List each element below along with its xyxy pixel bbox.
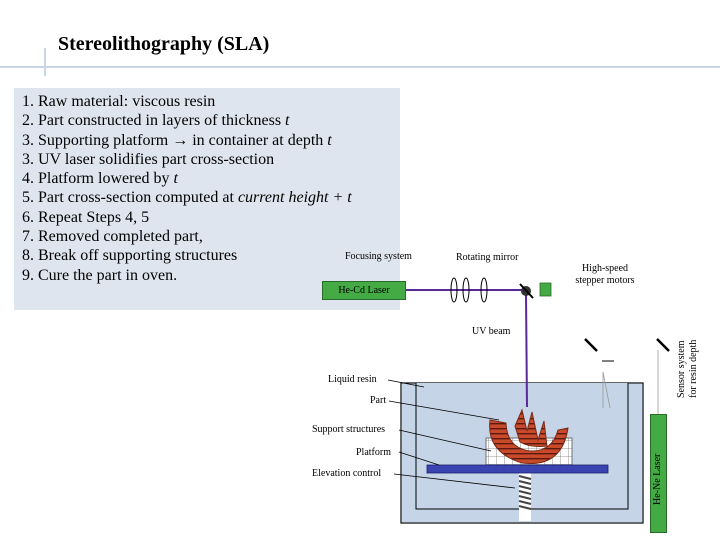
step-item: 8. Break off supporting structures (22, 246, 352, 265)
rotating-mirror-icon (519, 283, 534, 299)
step-item: 3. Supporting platform → in container at… (22, 131, 352, 150)
step-text: 9. Cure the part in oven. (22, 266, 178, 284)
step-italic-term: current height + t (237, 189, 352, 207)
he-cd-laser-label: He-Cd Laser (338, 285, 390, 296)
stepper-motors-label-line-2: stepper motors (575, 275, 635, 286)
focusing-system-label: Focusing system (345, 251, 412, 262)
step-text: 8. Break off supporting structures (22, 247, 238, 265)
step-italic-term: t (327, 131, 332, 149)
step-text: 3. Supporting platform → in container at… (22, 131, 328, 149)
support-structures-label: Support structures (312, 424, 386, 435)
step-text: 6. Repeat Steps 4, 5 (22, 208, 150, 226)
step-text: 1. Raw material: viscous resin (22, 93, 216, 110)
stepper-motor-icon (539, 282, 552, 297)
he-ne-laser-box (650, 414, 667, 533)
step-item: 1. Raw material: viscous resin (22, 92, 352, 111)
liquid-resin-label: Liquid resin (328, 374, 377, 385)
title-underline (0, 66, 720, 68)
step-item: 7. Removed completed part, (22, 227, 352, 246)
uv-beam-label: UV beam (472, 326, 511, 337)
step-text: 2. Part constructed in layers of thickne… (22, 112, 286, 130)
sensor-system-icon (584, 338, 670, 414)
part-shape (489, 408, 569, 465)
step-text: 7. Removed completed part, (22, 228, 203, 246)
platform-plate (426, 464, 609, 474)
elevation-control-label: Elevation control (312, 468, 382, 479)
step-item: 5. Part cross-section computed at curren… (22, 188, 352, 207)
stepper-motors-label: High-speed stepper motors (566, 263, 644, 287)
step-item: 9. Cure the part in oven. (22, 266, 352, 285)
beam-vertical (525, 293, 528, 408)
step-item: 6. Repeat Steps 4, 5 (22, 208, 352, 227)
step-text: 4. Platform lowered by (22, 170, 174, 188)
step-text: 5. Part cross-section computed at (22, 189, 238, 207)
part-label: Part (370, 395, 387, 406)
step-text: 3. UV laser solidifies part cross-sectio… (22, 150, 275, 168)
sensor-system-label-line-2: for resin depth (688, 339, 699, 398)
step-italic-term: t (173, 170, 178, 188)
sensor-system-label-line-1: Sensor system (676, 340, 687, 399)
he-cd-laser-box: He-Cd Laser (322, 281, 406, 300)
step-item: 2. Part constructed in layers of thickne… (22, 111, 352, 130)
title-accent-line (44, 48, 46, 76)
step-item: 4. Platform lowered by t (22, 169, 352, 188)
stepper-motors-label-line-1: High-speed (581, 263, 629, 274)
platform-label: Platform (356, 447, 391, 458)
slide-title: Stereolithography (SLA) (58, 33, 270, 55)
step-italic-term: t (285, 112, 290, 130)
elevation-shaft (518, 473, 532, 521)
steps-list: 1. Raw material: viscous resin 2. Part c… (22, 92, 352, 285)
focusing-lens-icon (450, 277, 488, 303)
he-ne-laser-label: He-Ne Laser (652, 453, 663, 505)
sensor-system-label: Sensor system for resin depth (676, 340, 700, 398)
rotating-mirror-label: Rotating mirror (456, 252, 519, 263)
leader-lines (387, 379, 516, 489)
steps-background (14, 88, 400, 310)
step-item: 3. UV laser solidifies part cross-sectio… (22, 150, 352, 169)
